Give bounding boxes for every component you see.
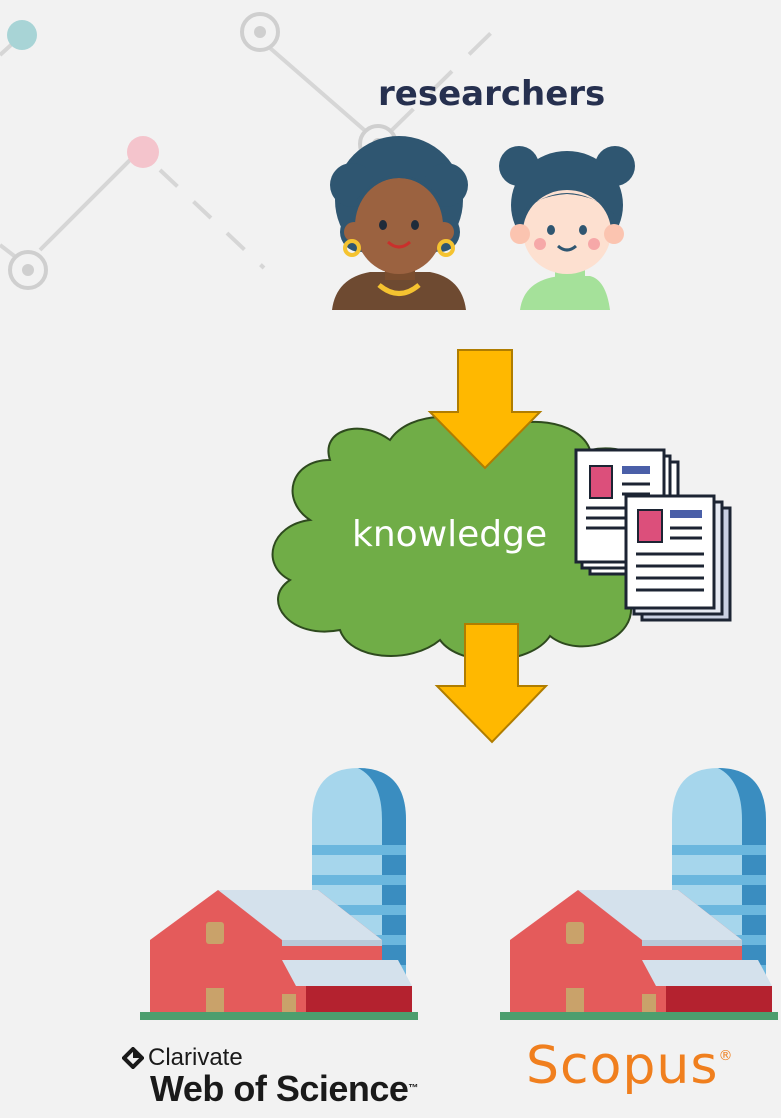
barn-silo-icon	[140, 768, 418, 1020]
arrow-down-icon	[434, 623, 549, 744]
scopus-logo: Scopus®	[526, 1036, 733, 1096]
network-node-teal	[7, 20, 37, 50]
scopus-text: Scopus	[526, 1036, 719, 1096]
clarivate-logo-icon	[122, 1047, 144, 1069]
network-node-ring-icon	[240, 12, 280, 52]
barn-silo-icon	[500, 768, 778, 1020]
registered-mark: ®	[718, 1048, 734, 1064]
documents-icon	[574, 448, 732, 622]
web-of-science-logo: Clarivate Web of Science™	[122, 1046, 418, 1108]
researcher-girl-buns-icon	[499, 146, 635, 310]
arrow-down-icon	[427, 349, 543, 470]
network-node-pink	[127, 136, 159, 168]
network-node-ring-icon	[8, 250, 48, 290]
researchers-label: researchers	[378, 74, 606, 114]
knowledge-label: knowledge	[352, 514, 548, 555]
background-network	[0, 26, 498, 270]
researcher-woman-curly-icon	[330, 136, 468, 310]
web-of-science-text: Web of Science	[150, 1068, 409, 1109]
trademark-mark: ™	[408, 1083, 418, 1094]
clarivate-brand-text: Clarivate	[148, 1044, 243, 1071]
